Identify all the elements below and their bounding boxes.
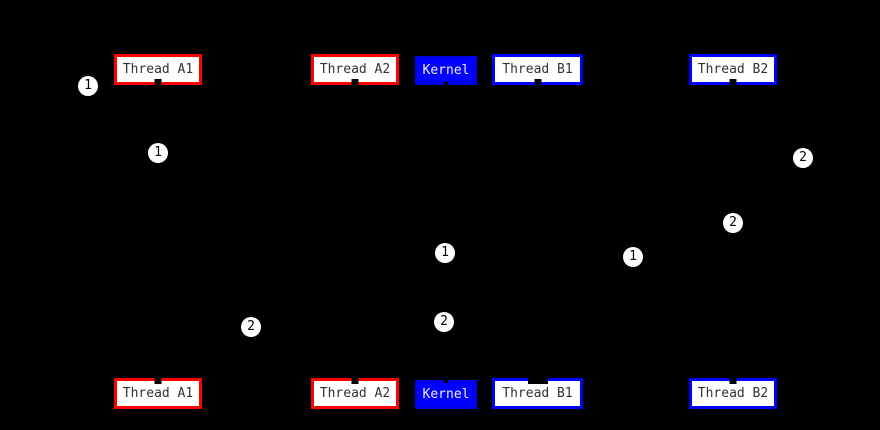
- step-marker: 2: [434, 312, 454, 332]
- step-marker: 1: [623, 247, 643, 267]
- participant-label: Kernel: [422, 387, 470, 402]
- participant-label: Thread B2: [697, 62, 769, 77]
- lifeline-notch: [351, 79, 359, 85]
- participant-label: Thread B1: [502, 62, 573, 77]
- participant-thread-b2-bottom: Thread B2: [689, 378, 777, 409]
- participant-thread-a1-bottom: Thread A1: [114, 378, 202, 409]
- step-marker: 1: [148, 143, 168, 163]
- participant-thread-a2-bottom: Thread A2: [311, 378, 399, 409]
- participant-thread-a2-top: Thread A2: [311, 54, 399, 85]
- participant-label: Thread A2: [319, 62, 391, 77]
- lifeline-notch: [154, 79, 162, 85]
- participant-label: Thread A2: [319, 386, 391, 401]
- participant-kernel-bottom: Kernel: [415, 379, 477, 409]
- participant-label: Kernel: [422, 63, 470, 78]
- step-marker: 1: [78, 76, 98, 96]
- participant-thread-a1-top: Thread A1: [114, 54, 202, 85]
- lifeline-notch: [729, 79, 737, 85]
- lifeline-notch: [444, 379, 448, 383]
- participant-thread-b2-top: Thread B2: [689, 54, 777, 85]
- participant-thread-b1-top: Thread B1: [492, 54, 583, 85]
- lifeline-notch: [527, 378, 548, 384]
- lifeline-notch: [444, 82, 448, 86]
- step-marker: 2: [723, 213, 743, 233]
- lifeline-notch: [729, 378, 737, 384]
- participant-kernel-top: Kernel: [415, 56, 477, 86]
- lifeline-notch: [534, 79, 541, 85]
- step-marker: 2: [241, 317, 261, 337]
- participant-label: Thread A1: [122, 386, 194, 401]
- step-marker: 1: [435, 243, 455, 263]
- lifeline-notch: [154, 378, 162, 384]
- participant-label: Thread B1: [502, 386, 573, 401]
- step-marker: 2: [793, 148, 813, 168]
- participant-label: Thread A1: [122, 62, 194, 77]
- participant-label: Thread B2: [697, 386, 769, 401]
- participant-thread-b1-bottom: Thread B1: [492, 378, 583, 409]
- lifeline-notch: [351, 378, 359, 384]
